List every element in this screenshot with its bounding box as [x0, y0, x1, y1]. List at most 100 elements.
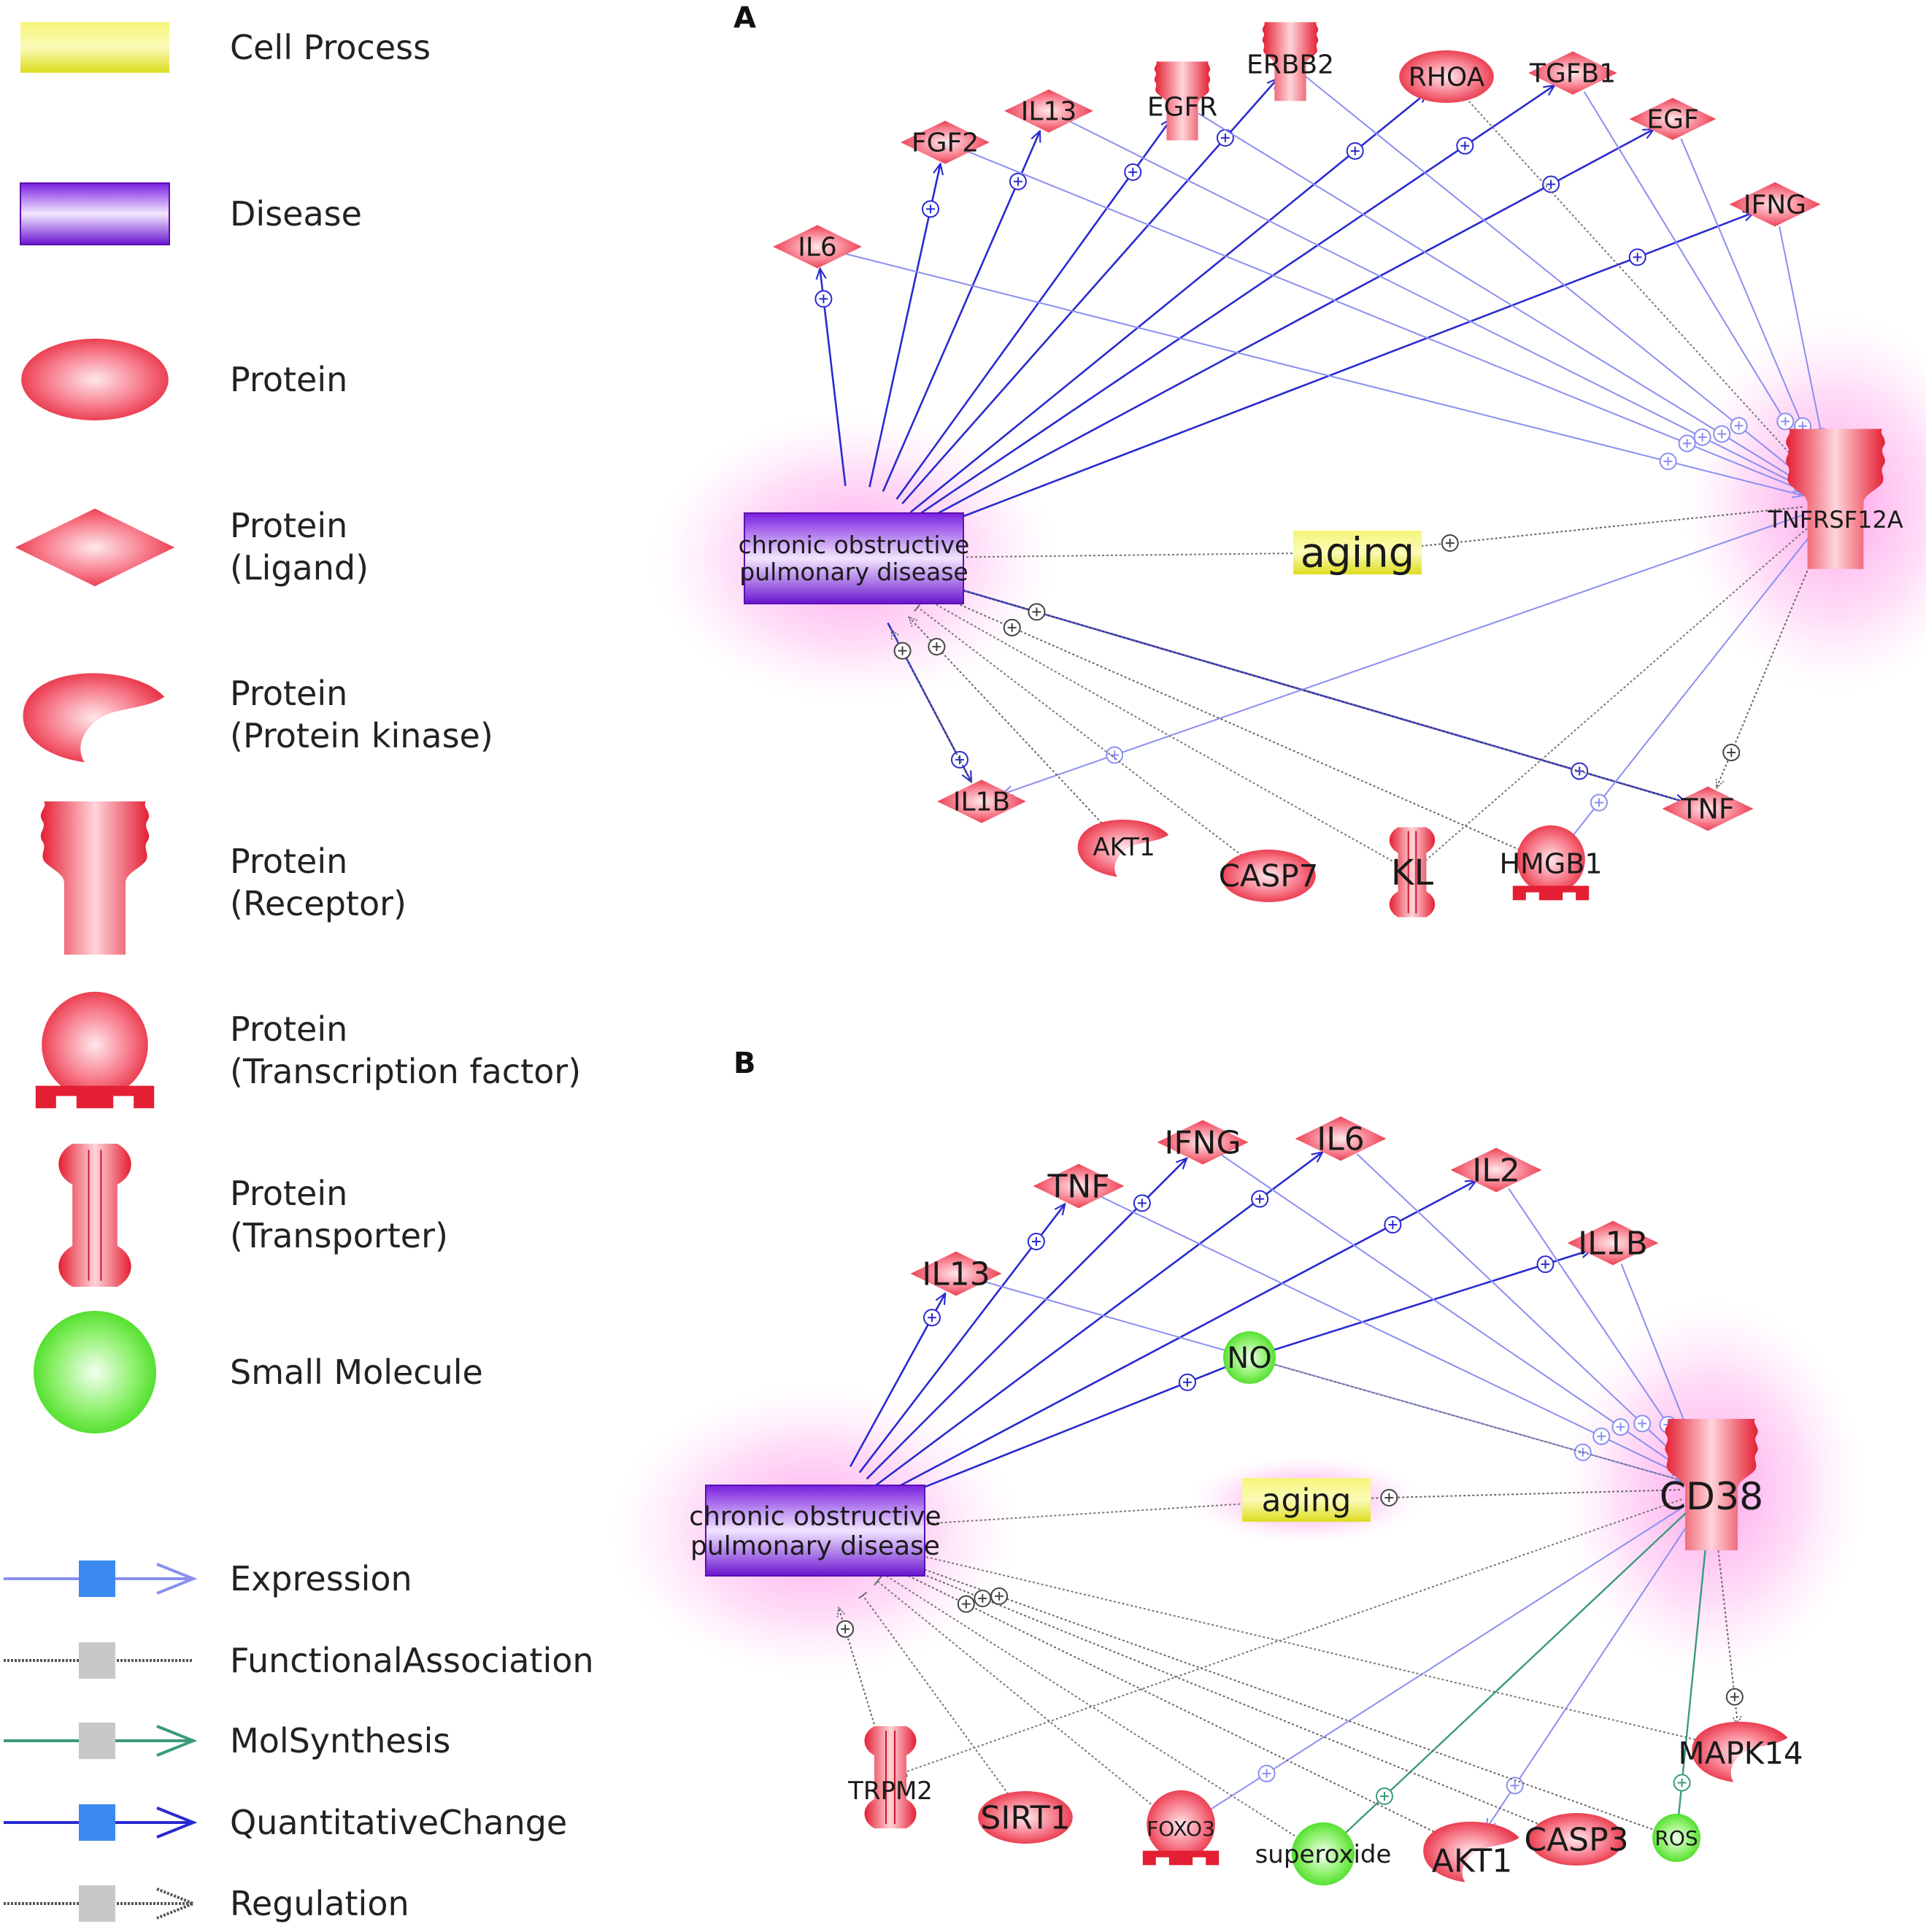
plus-badge-icon: [1216, 128, 1234, 147]
edges-layer: [814, 75, 1830, 1846]
node-erbb2[interactable]: ERBB2: [1247, 22, 1334, 101]
plus-badge-icon: [1028, 603, 1046, 621]
node-ifng[interactable]: IFNG: [1729, 182, 1821, 227]
transporter-icon: [58, 1144, 131, 1287]
legend-node-label: Protein(Ligand): [230, 506, 369, 588]
plus-badge-icon: [921, 200, 939, 218]
edge-ifng-to-cd38: [1220, 1154, 1685, 1471]
legend-edge-regulation-icon: [4, 1885, 198, 1922]
node-tgfb1[interactable]: TGFB1: [1528, 51, 1617, 95]
node-egfr-label: EGFR: [1147, 93, 1217, 123]
node-egf[interactable]: EGF: [1629, 98, 1717, 140]
node-aging[interactable]: aging: [1293, 530, 1422, 577]
transporter-shape-icon: [864, 1726, 917, 1828]
protein-shape-icon: [978, 1791, 1073, 1844]
node-akt1[interactable]: AKT1: [1077, 819, 1169, 877]
edge-erbb2-to-tnfrsf12a: [1304, 75, 1809, 482]
plus-badge-icon: [990, 1587, 1009, 1605]
node-hmgb1[interactable]: HMGB1: [1499, 825, 1603, 901]
node-il6[interactable]: IL6: [773, 225, 862, 269]
node-il6-label: IL6: [798, 233, 837, 263]
legend-node-label: Protein(Protein kinase): [230, 674, 493, 755]
node-il13[interactable]: IL13: [1004, 89, 1093, 133]
edge-no-to-il1b: [1262, 1250, 1592, 1355]
edge-copd-to-tgfb1: [914, 85, 1555, 519]
edge-ros-to-copd: [891, 1558, 1665, 1835]
node-trpm2[interactable]: TRPM2: [847, 1726, 933, 1828]
node-casp7[interactable]: CASP7: [1219, 850, 1319, 902]
node-kl[interactable]: KL: [1389, 827, 1436, 917]
node-tnfrsf12a[interactable]: TNFRSF12A: [1767, 428, 1903, 569]
node-ifng-label: IFNG: [1164, 1124, 1241, 1161]
edge-il13-to-cd38: [977, 1279, 1682, 1480]
node-fgf2-label: FGF2: [912, 128, 979, 158]
plus-badge-icon: [814, 290, 833, 308]
plus-badge-icon: [1456, 136, 1474, 155]
cell-process-shape-icon: [1242, 1478, 1371, 1522]
edge-copd-to-aging: [887, 1496, 1273, 1527]
edge-tnf-to-cd38: [1098, 1195, 1684, 1475]
plus-badge-icon: [1693, 428, 1711, 446]
plus-badge-icon: [1380, 1488, 1398, 1506]
node-trpm2-label: TRPM2: [847, 1777, 933, 1806]
node-il6[interactable]: IL6: [1295, 1116, 1387, 1161]
node-tnf[interactable]: TNF: [1662, 786, 1754, 831]
legend-edge-quantitative-icon: [4, 1804, 198, 1841]
plus-badge-icon: [1027, 1232, 1045, 1250]
cell-process-shape-icon: [1293, 531, 1422, 574]
ligand-diamond-icon: [15, 508, 175, 587]
legend-edge-molsynthesis-icon: [4, 1723, 198, 1759]
edge-akt1-to-copd: [887, 1566, 1450, 1841]
plus-badge-icon: [957, 1595, 975, 1613]
node-casp3[interactable]: CASP3: [1524, 1813, 1629, 1866]
node-il1b-label: IL1B: [1578, 1225, 1648, 1262]
node-il13[interactable]: IL13: [910, 1251, 1002, 1296]
plus-badge-icon: [1730, 417, 1748, 435]
plus-badge-icon: [1003, 618, 1021, 636]
ligand-shape-icon: [1157, 1120, 1249, 1165]
panel-labels: AB: [733, 1, 756, 1080]
panel-label-a: A: [733, 1, 756, 35]
plus-badge-icon: [1542, 175, 1560, 193]
node-no[interactable]: NO: [1223, 1331, 1276, 1384]
node-rhoa[interactable]: RHOA: [1399, 50, 1494, 103]
node-ifng[interactable]: IFNG: [1157, 1120, 1249, 1165]
legend-edge-expression-icon: [4, 1560, 198, 1597]
node-tnf[interactable]: TNF: [1033, 1163, 1125, 1209]
node-superoxide[interactable]: superoxide: [1255, 1822, 1392, 1886]
node-fgf2[interactable]: FGF2: [901, 120, 990, 164]
node-il13-label: IL13: [922, 1255, 990, 1293]
small-shape-icon: [1652, 1814, 1700, 1862]
plus-badge-icon: [1441, 534, 1459, 553]
node-ros[interactable]: ROS: [1652, 1814, 1700, 1862]
node-foxo3[interactable]: FOXO3: [1142, 1790, 1220, 1866]
node-aging[interactable]: aging: [1242, 1478, 1371, 1522]
node-egfr[interactable]: EGFR: [1147, 61, 1217, 141]
edge-copd-to-rhoa: [909, 92, 1428, 513]
node-cd38[interactable]: CD38: [1660, 1419, 1764, 1550]
node-sirt1[interactable]: SIRT1: [978, 1791, 1073, 1844]
node-casp3-label: CASP3: [1524, 1821, 1628, 1858]
ligand-shape-icon: [910, 1251, 1002, 1296]
node-mapk14[interactable]: MAPK14: [1678, 1721, 1803, 1782]
edge-cd38-to-superoxide: [1335, 1509, 1690, 1842]
edge-rhoa-to-tnfrsf12a: [1462, 94, 1817, 483]
node-akt1[interactable]: AKT1: [1423, 1821, 1519, 1882]
edge-copd-to-egf: [917, 129, 1654, 525]
small-shape-icon: [1223, 1331, 1276, 1384]
plus-badge-icon: [1722, 743, 1741, 761]
node-il1b[interactable]: IL1B: [937, 780, 1026, 823]
receptor-shape-icon: [1786, 428, 1885, 569]
cell-process-icon: [20, 22, 169, 73]
node-il1b[interactable]: IL1B: [1567, 1220, 1659, 1266]
ligand-shape-icon: [1033, 1163, 1125, 1209]
node-akt1-label: AKT1: [1432, 1842, 1512, 1879]
plus-badge-icon: [1536, 1255, 1555, 1274]
disease-icon: [20, 182, 170, 246]
receptor-shape-icon: [1262, 22, 1319, 101]
node-il2[interactable]: IL2: [1450, 1147, 1542, 1193]
